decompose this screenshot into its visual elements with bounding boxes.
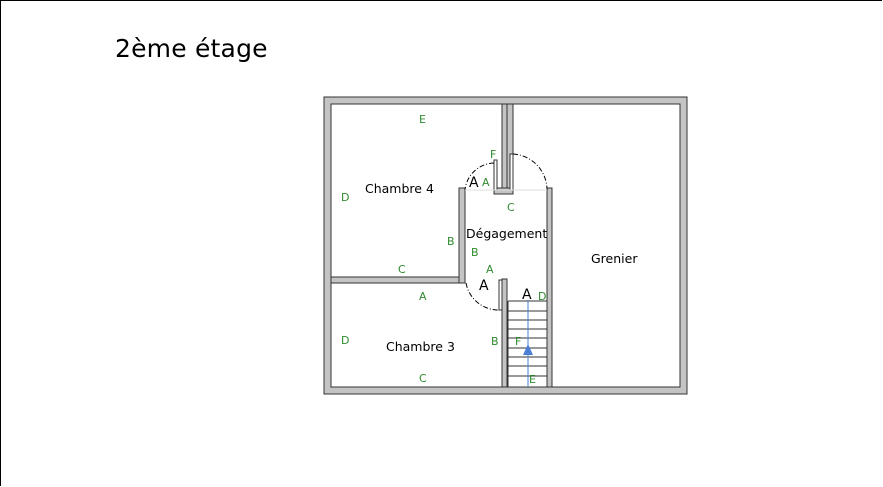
wall-marker: A [486,263,494,276]
wall-marker: B [447,235,455,248]
door-leaf-ch3 [498,279,503,311]
wall-degagement-left [458,187,466,284]
room-chambre-3: Chambre 3 [386,339,455,354]
door-swing-grenier[interactable] [512,153,548,191]
wall-marker: D [341,334,349,347]
wall-marker: C [398,263,406,276]
wall-marker: B [491,335,499,348]
door-swing-ch4[interactable] [464,162,495,191]
wall-ch4-right [501,103,508,195]
wall-marker: F [515,335,521,348]
wall-marker: E [529,373,536,386]
outer-wall [323,96,688,395]
room-chambre-4: Chambre 4 [365,181,434,196]
wall-marker: D [341,191,349,204]
wall-stub [493,187,514,195]
wall-marker: A [482,176,490,189]
room-grenier: Grenier [591,251,638,266]
wall-marker: D [538,290,546,303]
door-label: A [469,175,479,191]
wall-marker: A [419,290,427,303]
wall-ch3-right [501,278,508,388]
wall-marker: F [490,148,496,161]
wall-grenier-left [546,187,553,388]
wall-marker: B [471,246,479,259]
wall-marker: E [419,113,426,126]
wall-marker: C [507,201,515,214]
wall-ch4-ch3 [330,276,465,284]
door-swing-ch3[interactable] [465,282,500,311]
stair-arrow-up-icon [523,344,533,355]
wall-marker: C [419,372,427,385]
door-leaf-ch4 [493,159,498,191]
door-leaf-grenier [509,153,514,191]
page-title: 2ème étage [115,34,268,63]
door-label: A [479,278,489,294]
room-degagement: Dégagement [466,226,547,241]
door-label: A [522,287,532,303]
